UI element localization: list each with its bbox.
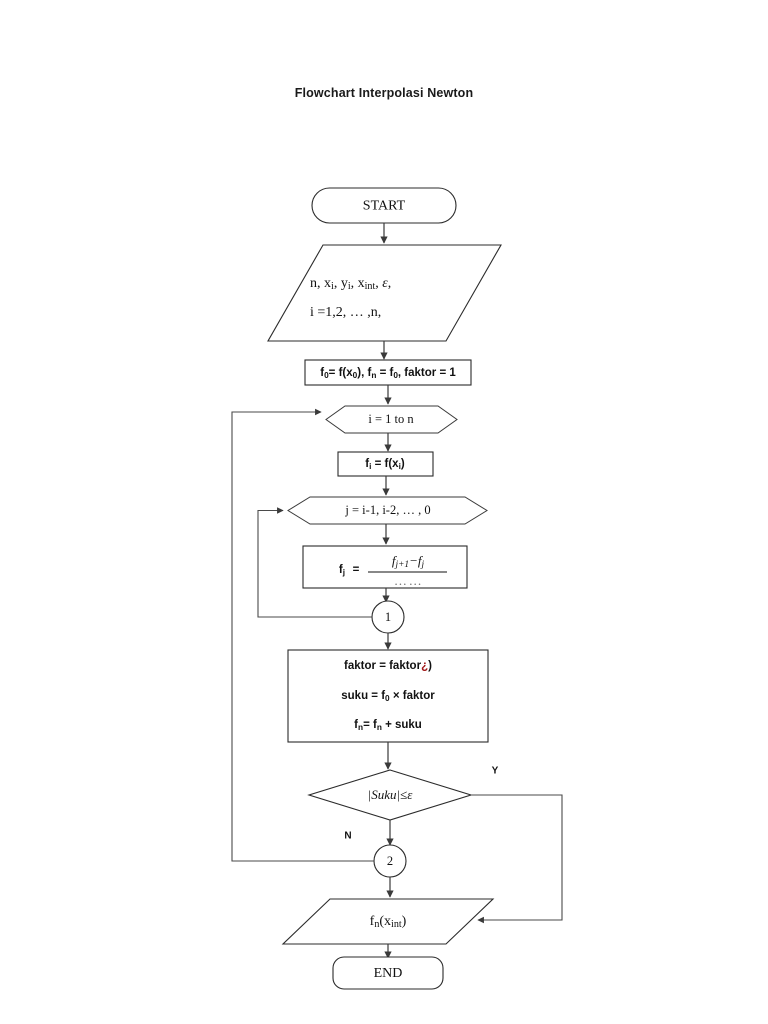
faktor-line-3: fn= fn + suku	[354, 719, 422, 732]
end-label: END	[374, 966, 403, 981]
edge-decision-yes-to-output	[471, 794, 563, 924]
node-input[interactable]: n, xi, yi, xint, ε, i =1,2, … ,n,	[267, 244, 502, 342]
faktor-line-1: faktor = faktor¿)	[344, 660, 432, 672]
divided-difference-process-shape	[302, 545, 468, 589]
fi-process-shape	[337, 451, 434, 477]
loop-j-hexagon-shape	[287, 496, 488, 525]
loop-j-label: j = i-1, i-2, … , 0	[344, 503, 430, 517]
node-output[interactable]: fn(xint)	[281, 898, 495, 945]
connector-2-label: 2	[387, 854, 393, 868]
divided-difference-numerator: fj+1−fj	[392, 553, 425, 570]
loop-i-hexagon-shape	[325, 405, 458, 434]
output-label: fn(xint)	[370, 914, 407, 930]
decision-label: |Suku|≤ε	[368, 787, 414, 802]
decision-branch-yes-label: Y	[492, 766, 499, 777]
input-parallelogram-shape	[267, 244, 502, 342]
node-connector-2[interactable]: 2	[373, 844, 407, 878]
node-end[interactable]: END	[332, 956, 444, 990]
connector-1-label: 1	[385, 610, 391, 624]
loop-i-label: i = 1 to n	[368, 412, 414, 426]
start-label: START	[363, 199, 406, 214]
edge-feedback-outer-loop-i	[231, 408, 374, 862]
node-fi[interactable]: fi = f(xi)	[337, 451, 434, 477]
node-decision[interactable]: |Suku|≤ε	[307, 769, 473, 821]
input-line-1: n, xi, yi, xint, ε,	[310, 276, 391, 292]
output-parallelogram-shape	[281, 898, 495, 945]
node-faktor[interactable]: faktor = faktor¿) suku = f0 × faktor fn=…	[287, 649, 489, 743]
page-title: Flowchart Interpolasi Newton	[294, 86, 474, 100]
faktor-process-shape	[287, 649, 489, 743]
node-loop-j[interactable]: j = i-1, i-2, … , 0	[287, 496, 488, 525]
node-loop-i[interactable]: i = 1 to n	[325, 405, 458, 434]
node-start[interactable]: START	[311, 187, 457, 224]
fi-label: fi = f(xi)	[365, 458, 405, 471]
node-connector-1[interactable]: 1	[371, 600, 405, 634]
divided-difference-lhs: fj	[339, 564, 345, 577]
divided-difference-equals: =	[353, 564, 360, 576]
node-init[interactable]: f0= f(x0), fn = f0, faktor = 1	[304, 359, 472, 386]
input-line-2: i =1,2, … ,n,	[310, 305, 381, 320]
edge-feedback-inner-loop-j	[257, 507, 372, 618]
divided-difference-denominator-clipped: … …	[395, 573, 421, 588]
init-label: f0= f(x0), fn = f0, faktor = 1	[320, 367, 456, 380]
faktor-line-2: suku = f0 × faktor	[341, 690, 435, 703]
init-process-shape	[304, 359, 472, 386]
end-terminator-shape	[332, 956, 444, 990]
node-divided-difference[interactable]: fj = fj+1−fj … …	[302, 545, 468, 589]
decision-branch-no-label: N	[344, 831, 351, 842]
